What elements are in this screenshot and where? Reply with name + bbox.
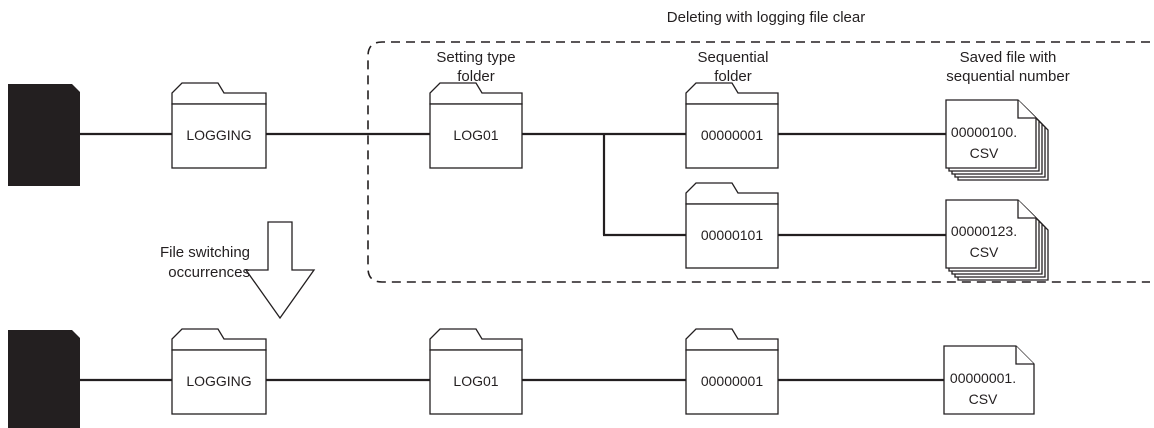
folder-log01-label: LOG01	[453, 373, 498, 389]
file-clear-region-label: Deleting with logging file clear	[667, 9, 865, 26]
setting-type-header-line1: Setting type	[436, 49, 515, 66]
folder-00000101-label: 00000101	[701, 227, 764, 243]
folder-icon	[171, 328, 267, 415]
setting-type-header-line2: folder	[457, 68, 495, 85]
folder-00000001-label: 00000001	[701, 127, 764, 143]
sd-card-icon	[8, 330, 80, 428]
arrow-label-line1: File switching	[160, 244, 250, 261]
down-arrow-icon	[244, 221, 316, 320]
file-clear-region-border	[367, 41, 1150, 283]
folder-icon	[429, 82, 523, 169]
file-stack-icon	[945, 199, 1049, 281]
file-1-name-line1: 00000100.	[951, 124, 1017, 140]
folder-icon	[685, 82, 779, 169]
sequential-header-line2: folder	[714, 68, 752, 85]
folder-icon	[429, 328, 523, 415]
file-2-name-line2: CSV	[970, 244, 999, 260]
saved-file-header-line1: Saved file with	[960, 49, 1057, 66]
file-icon	[943, 345, 1035, 415]
file-stack-icon	[945, 99, 1049, 181]
folder-logging-label: LOGGING	[186, 127, 251, 143]
sequential-header-line1: Sequential	[698, 49, 769, 66]
arrow-label-line2: occurrences	[168, 264, 250, 281]
folder-logging-label: LOGGING	[186, 373, 251, 389]
folder-icon	[685, 328, 779, 415]
file-name-line2: CSV	[969, 391, 998, 407]
file-1-name-line2: CSV	[970, 145, 999, 161]
folder-log01-label: LOG01	[453, 127, 498, 143]
sd-card-icon	[8, 84, 80, 186]
folder-00000001-label: 00000001	[701, 373, 764, 389]
folder-icon	[171, 82, 267, 169]
file-2-name-line1: 00000123.	[951, 223, 1017, 239]
file-name-line1: 00000001.	[950, 370, 1016, 386]
folder-icon	[685, 182, 779, 269]
saved-file-header-line2: sequential number	[946, 68, 1069, 85]
